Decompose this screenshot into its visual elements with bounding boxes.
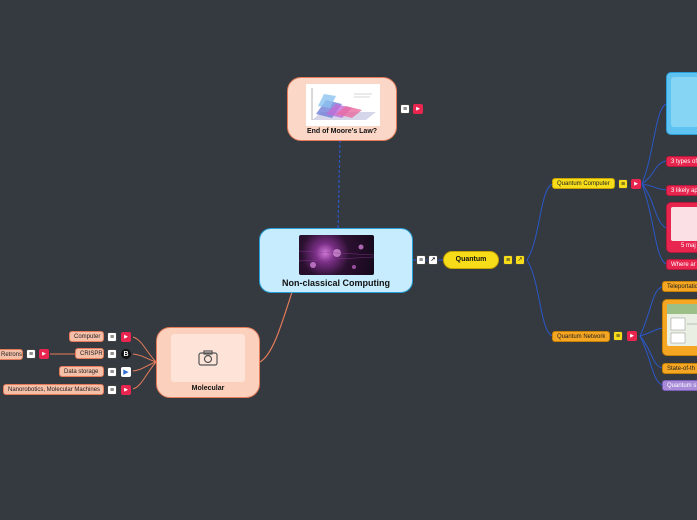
molecular-label: Molecular bbox=[191, 385, 225, 392]
youtube-icon[interactable]: ▶ bbox=[39, 349, 49, 359]
b-icon[interactable]: B bbox=[121, 349, 131, 359]
central-topic-image bbox=[299, 235, 374, 275]
quantum-topic[interactable]: Quantum bbox=[443, 251, 499, 269]
quantum-computer-child-major-card[interactable]: 5 maj bbox=[666, 202, 697, 253]
moores-law-label: End of Moore's Law? bbox=[306, 128, 378, 135]
quantum-computer-child-major-label: 5 maj bbox=[681, 243, 696, 249]
notes-icon[interactable]: ≡ bbox=[613, 331, 623, 341]
quantum-computer-topic[interactable]: Quantum Computer bbox=[552, 178, 615, 189]
molecular-child-computer[interactable]: Computer bbox=[69, 331, 104, 342]
notes-icon[interactable]: ≡ bbox=[503, 255, 513, 265]
molecular-child-data-storage[interactable]: Data storage bbox=[59, 366, 104, 377]
moores-law-chart-image bbox=[306, 84, 380, 126]
central-topic[interactable]: Non-classical Computing bbox=[259, 228, 413, 293]
notes-icon[interactable]: ≡ bbox=[416, 255, 426, 265]
notes-icon[interactable]: ≡ bbox=[400, 104, 410, 114]
molecular-child-nanorobotics[interactable]: Nanorobotics, Molecular Machines bbox=[3, 384, 104, 395]
central-topic-label: Non-classical Computing bbox=[281, 278, 390, 288]
quantum-computer-image bbox=[671, 77, 697, 127]
quantum-network-topic[interactable]: Quantum Network bbox=[552, 331, 610, 342]
external-link-icon[interactable]: ↗ bbox=[515, 255, 525, 265]
quantum-network-child-state-of-the-art[interactable]: State-of-th bbox=[662, 363, 697, 374]
camera-icon bbox=[171, 334, 245, 382]
moores-law-topic[interactable]: End of Moore's Law? bbox=[287, 77, 397, 141]
quantum-network-image-card[interactable] bbox=[662, 299, 697, 356]
quantum-network-child-quantum-s[interactable]: Quantum s bbox=[662, 380, 697, 391]
youtube-icon[interactable]: ▶ bbox=[631, 179, 641, 189]
quantum-computer-image-card[interactable] bbox=[666, 72, 697, 135]
youtube-icon[interactable]: ▶ bbox=[121, 385, 131, 395]
play-icon[interactable]: ▶ bbox=[121, 367, 131, 377]
notes-icon[interactable]: ≡ bbox=[26, 349, 36, 359]
quantum-computer-child-where[interactable]: Where ar bbox=[666, 259, 697, 270]
notes-icon[interactable]: ≡ bbox=[107, 385, 117, 395]
quantum-network-image bbox=[667, 304, 697, 346]
youtube-icon[interactable]: ▶ bbox=[627, 331, 637, 341]
notes-icon[interactable]: ≡ bbox=[618, 179, 628, 189]
crispr-child-retrons[interactable]: Retrons bbox=[0, 349, 23, 360]
quantum-computer-child-major-image bbox=[671, 207, 697, 241]
molecular-topic[interactable]: Molecular bbox=[156, 327, 260, 398]
notes-icon[interactable]: ≡ bbox=[107, 349, 117, 359]
quantum-network-child-teleportation[interactable]: Teleportatio bbox=[662, 281, 697, 292]
quantum-computer-child-applications[interactable]: 3 likely ap bbox=[666, 185, 697, 196]
youtube-icon[interactable]: ▶ bbox=[121, 332, 131, 342]
molecular-child-crispr[interactable]: CRISPR bbox=[75, 348, 104, 359]
external-link-icon[interactable]: ↗ bbox=[428, 255, 438, 265]
youtube-icon[interactable]: ▶ bbox=[413, 104, 423, 114]
quantum-label: Quantum bbox=[455, 256, 487, 263]
notes-icon[interactable]: ≡ bbox=[107, 332, 117, 342]
quantum-computer-child-types[interactable]: 3 types of bbox=[666, 156, 697, 167]
notes-icon[interactable]: ≡ bbox=[107, 367, 117, 377]
